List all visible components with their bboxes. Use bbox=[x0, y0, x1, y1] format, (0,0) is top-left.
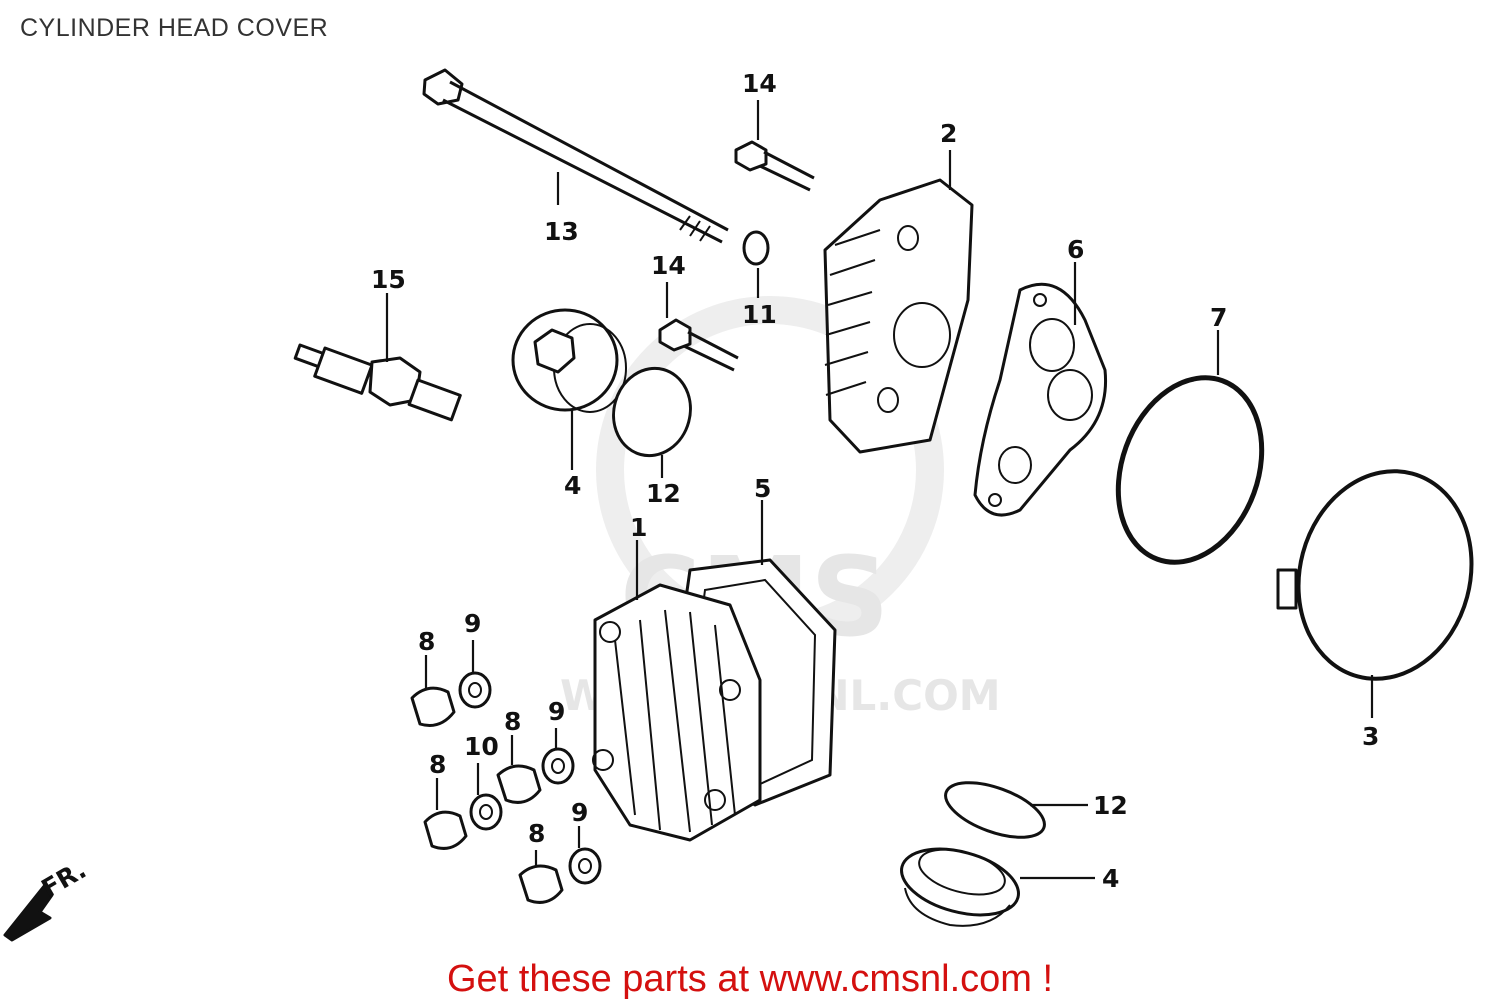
callout-3: 3 bbox=[1362, 722, 1379, 751]
callout-13: 13 bbox=[544, 217, 579, 246]
callout-6: 6 bbox=[1067, 235, 1084, 264]
callout-9-b: 9 bbox=[548, 697, 565, 726]
part-13-stud-bolt bbox=[422, 68, 729, 244]
callout-8-a: 8 bbox=[418, 627, 435, 656]
leader-lines bbox=[385, 100, 1374, 880]
callout-2: 2 bbox=[940, 119, 957, 148]
part-14-bolt-lower bbox=[658, 318, 739, 372]
part-12-oring-upper bbox=[612, 366, 692, 458]
callout-7: 7 bbox=[1210, 303, 1227, 332]
callout-12-upper: 12 bbox=[646, 479, 681, 508]
callout-9-c: 9 bbox=[571, 798, 588, 827]
part-4-cap-lower bbox=[900, 847, 1020, 927]
direction-arrow: FR. bbox=[3, 855, 91, 942]
part-8-nuts bbox=[410, 686, 564, 904]
callout-15: 15 bbox=[371, 265, 406, 294]
part-1-head-cover bbox=[592, 583, 762, 842]
part-14-bolt-upper bbox=[734, 140, 815, 192]
page-title: CYLINDER HEAD COVER bbox=[20, 14, 329, 42]
callout-4-lower: 4 bbox=[1102, 864, 1119, 893]
part-15-spark-plug bbox=[293, 343, 462, 422]
part-4-cap-upper bbox=[511, 308, 627, 413]
callout-9-a: 9 bbox=[464, 609, 481, 638]
callout-10: 10 bbox=[464, 732, 499, 761]
callout-8-b: 8 bbox=[504, 707, 521, 736]
callout-14-lower: 14 bbox=[651, 251, 686, 280]
callout-14-upper: 14 bbox=[742, 69, 777, 98]
part-12-oring-lower bbox=[944, 781, 1046, 839]
callout-8-c: 8 bbox=[429, 750, 446, 779]
callout-11: 11 bbox=[742, 300, 777, 329]
part-9-10-washers bbox=[458, 671, 602, 885]
callout-labels: 13 14 2 11 14 15 6 7 4 12 5 1 3 8 9 8 9 … bbox=[371, 69, 1379, 893]
part-6-gasket bbox=[973, 282, 1108, 517]
callout-5: 5 bbox=[754, 474, 771, 503]
part-2-side-cover bbox=[823, 178, 974, 454]
callout-12-lower: 12 bbox=[1093, 791, 1128, 820]
part-11-washer bbox=[742, 230, 770, 266]
callout-1: 1 bbox=[630, 513, 647, 542]
callout-4-upper: 4 bbox=[564, 471, 581, 500]
part-3-round-cover bbox=[1276, 469, 1474, 681]
callout-8-d: 8 bbox=[528, 819, 545, 848]
footer-promo-text[interactable]: Get these parts at www.cmsnl.com ! bbox=[446, 958, 1054, 1000]
part-7-oring-large bbox=[1115, 375, 1265, 565]
